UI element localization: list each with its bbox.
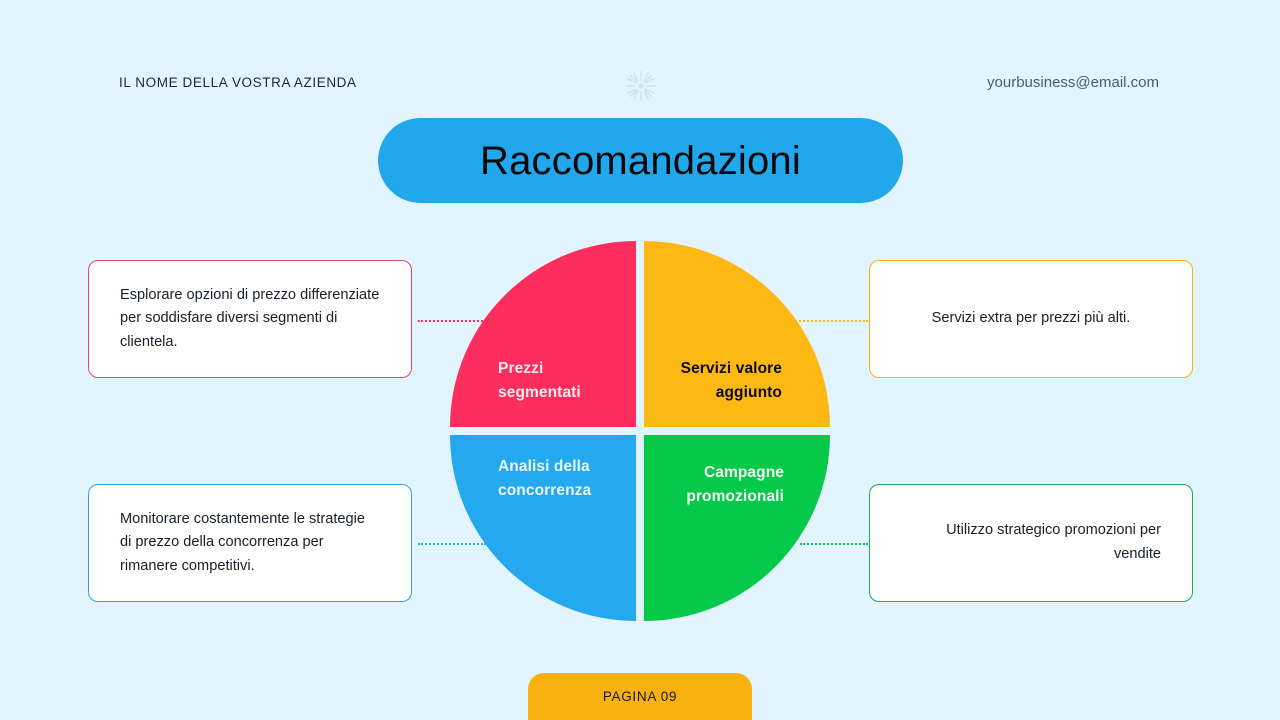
callout-card-prezzi-segmentati[interactable]: Esplorare opzioni di prezzo differenziat… — [88, 260, 412, 378]
callout-card-campagne-promozionali[interactable]: Utilizzo strategico promozioni per vendi… — [869, 484, 1193, 602]
page-title: Raccomandazioni — [480, 138, 801, 183]
pie-segment-prezzi-segmentati[interactable]: Prezzi segmentati — [450, 241, 636, 427]
pie-segment-label: Servizi valore aggiunto — [680, 359, 782, 401]
callout-card-analisi-concorrenza[interactable]: Monitorare costantemente le strategie di… — [88, 484, 412, 602]
callout-text: Servizi extra per prezzi più alti. — [931, 310, 1131, 327]
quadrant-pie-diagram: Prezzi segmentati Servizi valore aggiunt… — [450, 241, 830, 621]
page-number-label: PAGINA 09 — [602, 689, 678, 704]
connector-line-campagne-promozionali — [800, 543, 868, 545]
connector-line-prezzi-segmentati — [418, 320, 498, 322]
pie-segment-label: Campagne promozionali — [686, 464, 784, 506]
company-name: IL NOME DELLA VOSTRA AZIENDA — [119, 75, 357, 90]
pie-segment-label: Analisi della concorrenza — [498, 458, 592, 500]
page-title-banner: Raccomandazioni — [378, 118, 903, 203]
contact-email: yourbusiness@email.com — [987, 74, 1159, 91]
callout-text: Utilizzo strategico promozioni per vendi… — [946, 522, 1161, 562]
connector-line-analisi-concorrenza — [418, 543, 486, 545]
page-number-tab: PAGINA 09 — [528, 673, 752, 720]
pie-segment-analisi-concorrenza[interactable]: Analisi della concorrenza — [450, 435, 636, 621]
pie-segment-servizi-valore[interactable]: Servizi valore aggiunto — [644, 241, 830, 427]
callout-text: Esplorare opzioni di prezzo differenziat… — [120, 286, 380, 350]
callout-card-servizi-valore[interactable]: Servizi extra per prezzi più alti. — [869, 260, 1193, 378]
pie-segment-campagne-promozionali[interactable]: Campagne promozionali — [644, 435, 830, 621]
starburst-icon — [624, 69, 658, 103]
connector-line-servizi-valore — [788, 320, 868, 322]
pie-segment-label: Prezzi segmentati — [498, 359, 581, 401]
callout-text: Monitorare costantemente le strategie di… — [120, 510, 365, 574]
